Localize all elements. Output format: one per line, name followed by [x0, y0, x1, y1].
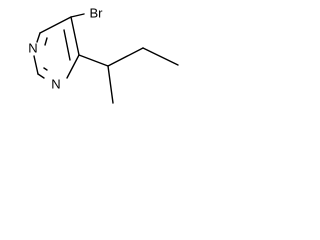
bond-c6-n1	[36, 32, 41, 43]
bond-c6-c5	[39, 16, 72, 34]
atom-label-nitrogen-top: N	[28, 41, 37, 56]
bond-c5-c4	[70, 16, 80, 56]
bond-ch-ch3	[107, 65, 114, 104]
bond-c2-n3	[37, 73, 45, 79]
atom-label-nitrogen-bottom: N	[51, 77, 60, 92]
bond-ch2-ch3	[142, 47, 179, 66]
bond-c5-br	[70, 13, 85, 18]
bond-c2-n3-inner	[43, 67, 48, 71]
chemical-structure-diagram: Br N N	[28, 6, 179, 104]
atom-label-bromine: Br	[90, 6, 104, 21]
bond-n3-c4	[66, 54, 80, 79]
bond-n1-c2	[33, 55, 39, 75]
bond-c5-c4-inner	[63, 29, 71, 61]
bond-c6-n1-inner	[44, 37, 48, 46]
bond-ch-ch2	[107, 47, 144, 67]
bond-c4-ch	[78, 54, 109, 67]
